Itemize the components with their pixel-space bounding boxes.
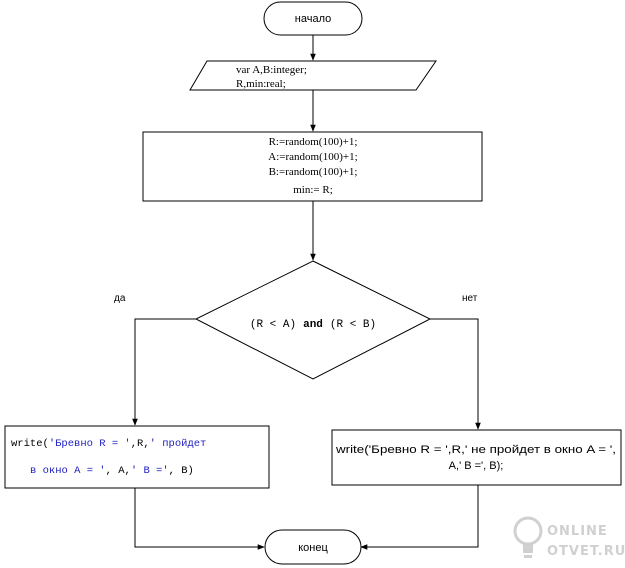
watermark: ONLINE OTVET.RU [513, 516, 625, 559]
declarations-block: var A,B:integer; R,min:real; [189, 60, 437, 91]
arrow-no-to-end [360, 485, 479, 550]
arrow-yes-to-end [134, 488, 265, 550]
no-output-block: write('Бревно R = ',R,' не пройдет в окн… [331, 429, 622, 486]
arrow-yes-branch [132, 318, 196, 426]
condition-right: (R < B) [330, 319, 376, 331]
assignment-line-4: min:= R; [293, 184, 333, 196]
declaration-line-1: var A,B:integer; [236, 64, 307, 76]
condition-text: (R < A) and (R < B) [250, 319, 376, 331]
yes-mid-1: ,R, [131, 438, 150, 450]
end-terminator: конец [264, 529, 362, 565]
start-terminator: начало [263, 1, 363, 36]
yes-write-call: write( [11, 438, 49, 450]
yes-output-line-2: в окно A = ', A,' B =', B) [30, 465, 194, 477]
watermark-line-2: OTVET.RU [547, 544, 625, 559]
yes-tail: , B) [169, 465, 194, 477]
assignment-line-2: A:=random(100)+1; [268, 151, 357, 163]
assignment-line-1: R:=random(100)+1; [269, 136, 358, 148]
yes-string-4: ' B =' [131, 465, 169, 477]
no-output-line-1: write('Бревно R = ',R,' не пройдет в окн… [335, 444, 616, 456]
assignments-block: R:=random(100)+1; A:=random(100)+1; B:=r… [142, 131, 483, 202]
no-branch-label: нет [462, 293, 478, 304]
yes-string-3: в окно A = ' [30, 465, 106, 477]
yes-output-block: write('Бревно R = ',R,' пройдет в окно A… [4, 425, 270, 489]
yes-branch-label: да [114, 293, 126, 304]
end-label: конец [298, 542, 328, 554]
watermark-bulb-icon [513, 516, 543, 558]
watermark-line-1: ONLINE [547, 524, 608, 539]
arrow-no-branch [430, 318, 481, 430]
yes-string-1: 'Бревно R = ' [49, 438, 131, 450]
start-label: начало [295, 13, 331, 25]
decision-diamond: (R < A) and (R < B) [194, 260, 432, 380]
yes-string-2: ' пройдет [150, 438, 207, 450]
condition-operator: and [303, 319, 323, 331]
declaration-line-2: R,min:real; [236, 78, 286, 90]
no-output-line-2: A,' B =', B); [449, 460, 504, 472]
condition-left: (R < A) [250, 319, 296, 331]
yes-output-line-1: write('Бревно R = ',R,' пройдет [11, 438, 206, 450]
yes-mid-2: , A, [106, 465, 131, 477]
assignment-line-3: B:=random(100)+1; [269, 166, 358, 178]
